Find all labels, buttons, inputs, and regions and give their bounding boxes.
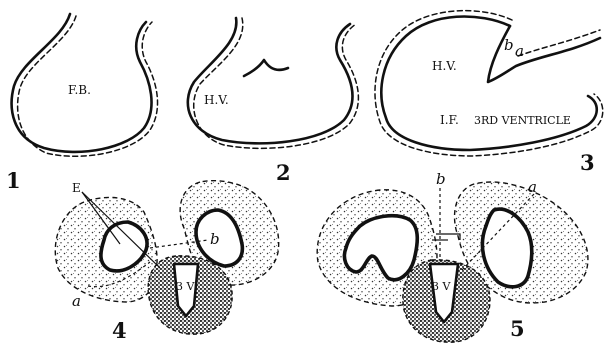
hemisphere-outline [188,18,353,143]
region-label-hv-3: H.V. [432,59,457,73]
panel-number-3: 3 [580,150,595,175]
label-e: E [72,181,81,195]
third-ventricle-label-4: 3 V [176,280,195,293]
panel-2: H.V. 2 [188,18,359,185]
panel-1: F.B. 1 [6,14,158,193]
label-b-5: b [436,170,446,188]
panel-number-1: 1 [6,168,21,193]
label-b-4: b [210,230,220,248]
label-a-4: a [72,292,81,310]
panel-4: E b a 3 V 4 [55,181,278,343]
region-label-if: I.F. [440,113,459,127]
marker-b-3: b [504,36,514,54]
label-a-5: a [528,178,537,196]
panel-3: H.V. I.F. 3RD VENTRICLE b a 3 [375,11,603,175]
marker-a-3: a [515,42,524,60]
region-label-fb: F.B. [68,83,91,97]
panel-number-5: 5 [510,316,525,341]
region-label-hv: H.V. [204,93,229,107]
inner-fold-outline [488,26,600,82]
third-ventricle-label: 3RD VENTRICLE [474,114,571,127]
hemisphere-notch [244,60,288,76]
panel-number-4: 4 [112,318,127,343]
panel-5: b a 3 V 5 [317,170,588,342]
panel-number-2: 2 [276,160,291,185]
brain-outline-3 [381,17,596,150]
third-ventricle-label-5: 3 V [432,280,451,293]
